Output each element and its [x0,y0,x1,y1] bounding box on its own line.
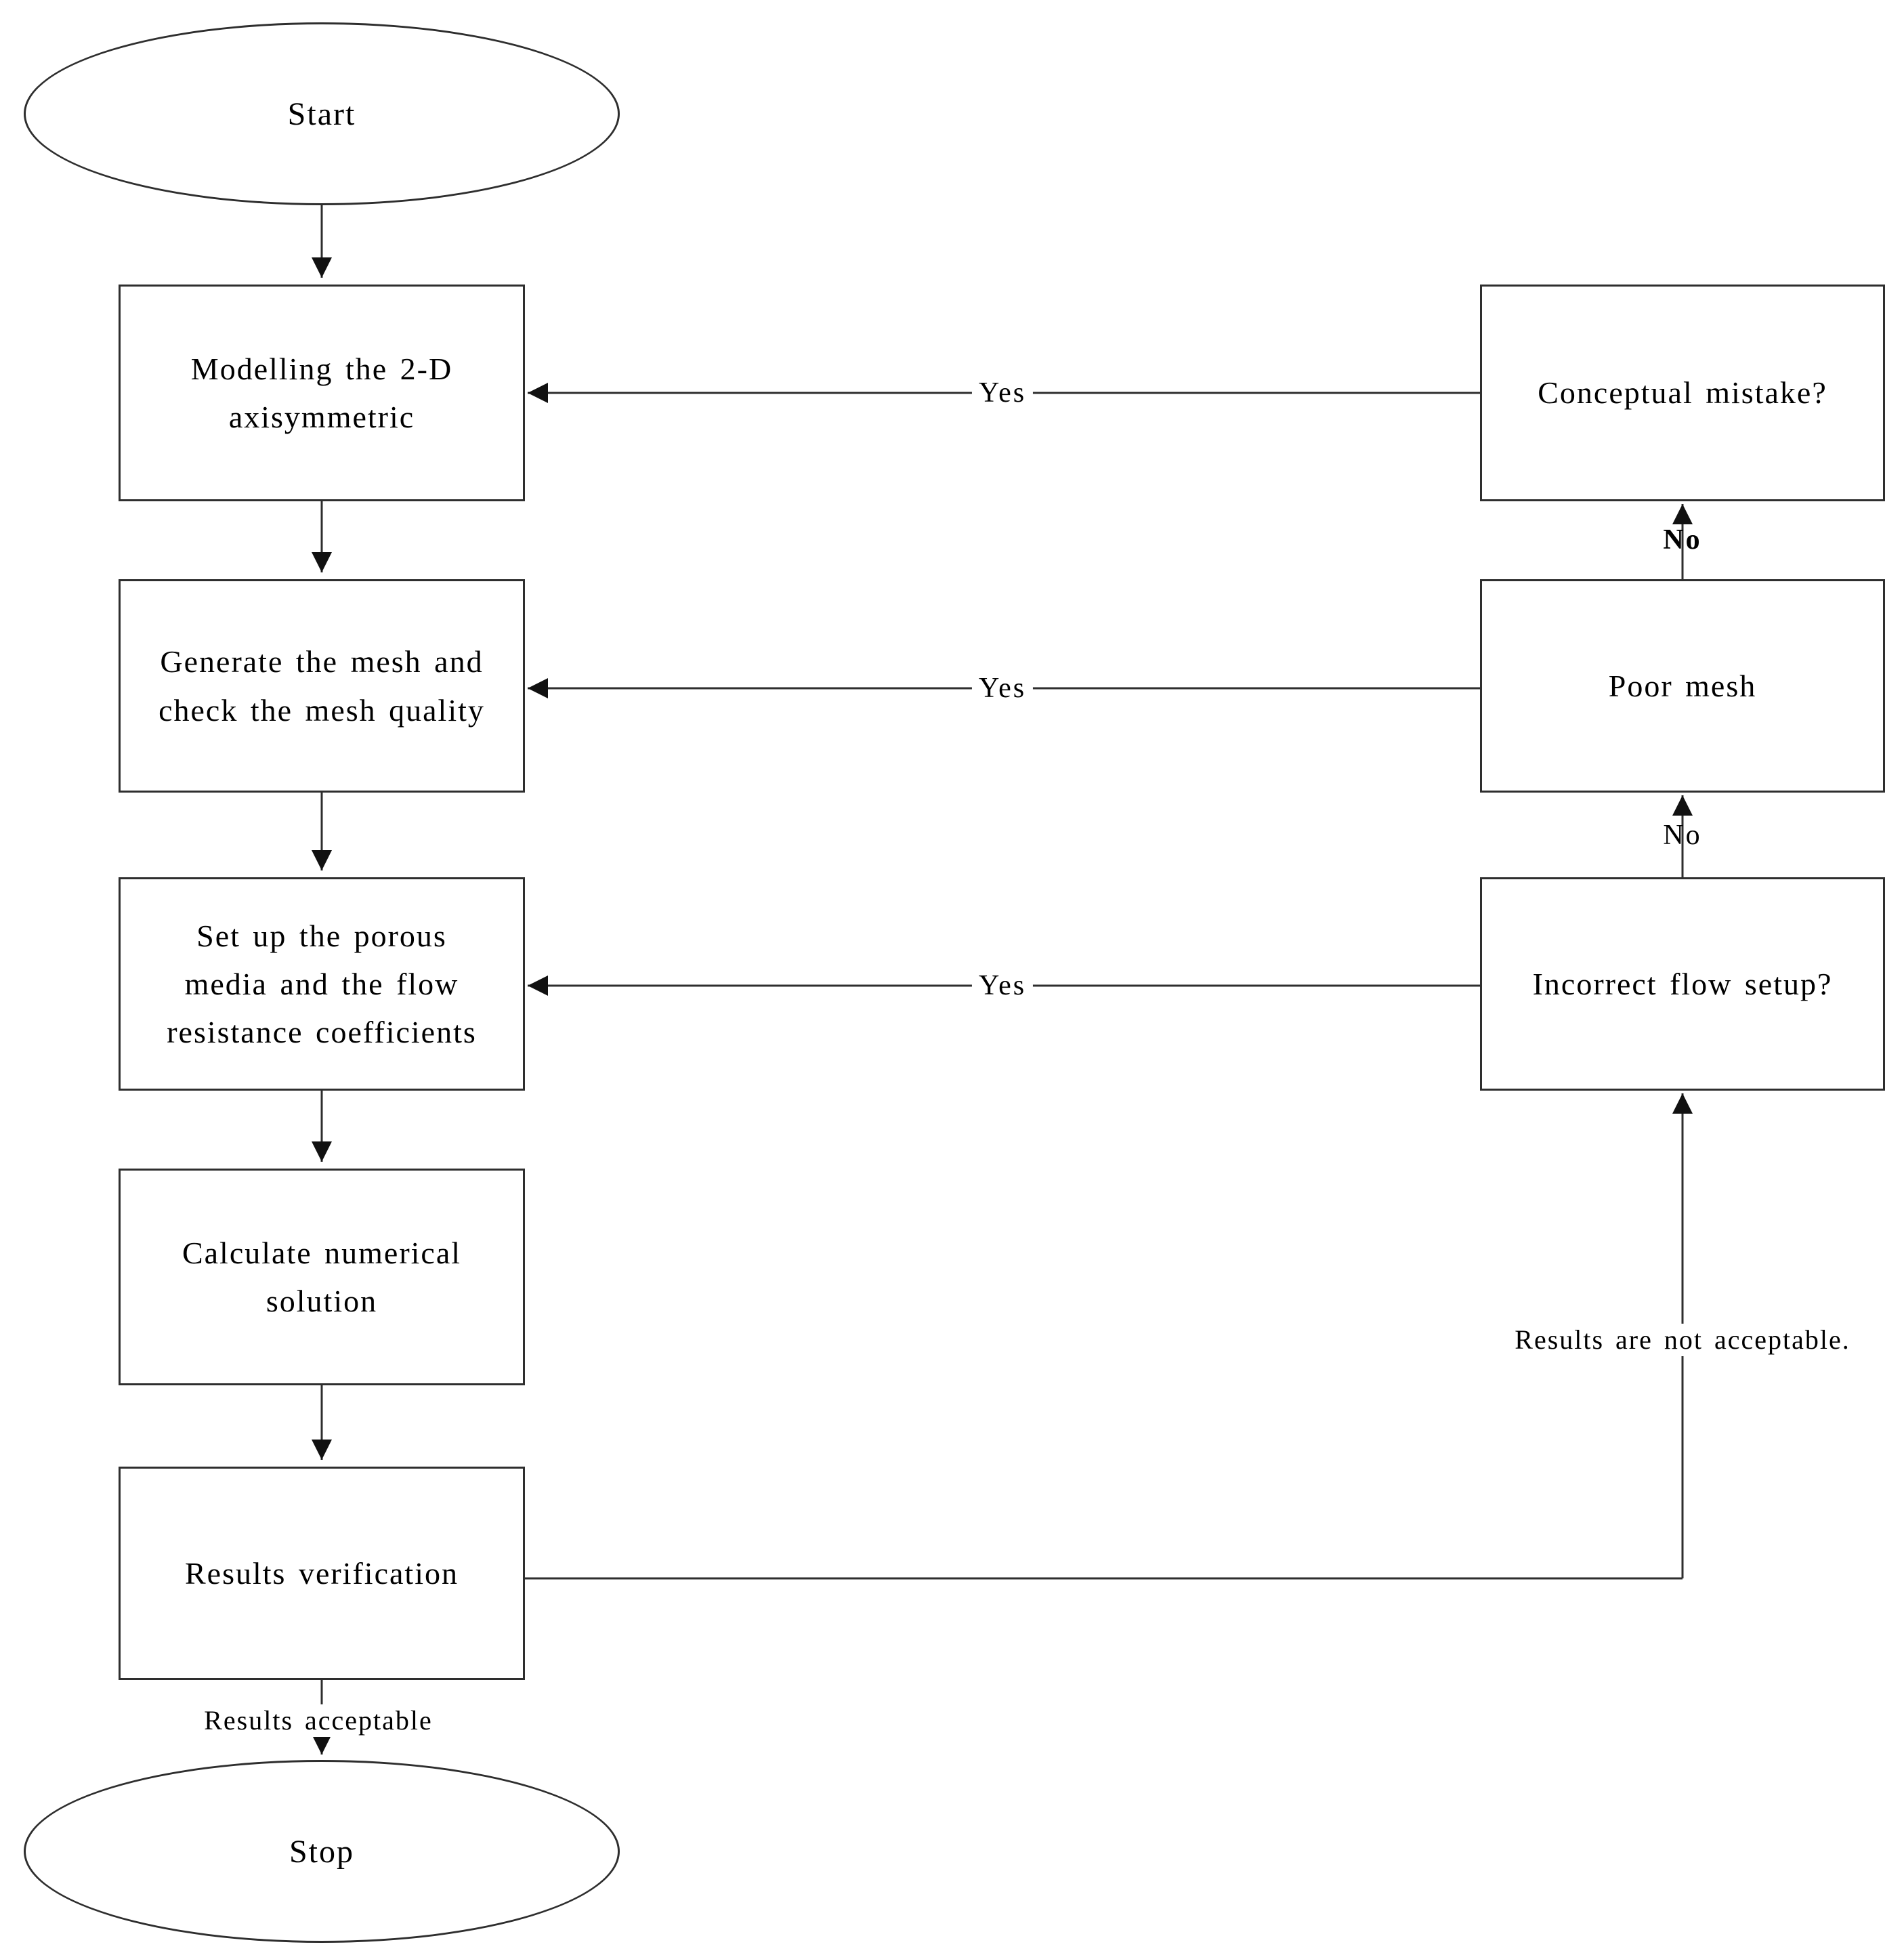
edge-label-no-to-poormesh: No [1663,819,1702,851]
modelling-label: Modelling the 2-D axisymmetric [190,351,453,434]
edge-label-results-not-acceptable: Results are not acceptable. [1508,1324,1857,1356]
calculate-label: Calculate numerical solution [182,1235,462,1318]
edge-label-no-to-conceptual: No [1663,524,1702,555]
incorrect-flow-label: Incorrect flow setup? [1532,966,1833,1001]
node-poor-mesh: Poor mesh [1480,579,1885,793]
node-start: Start [24,22,620,205]
stop-label: Stop [289,1833,355,1870]
node-conceptual-mistake: Conceptual mistake? [1480,285,1885,501]
node-calculate-solution: Calculate numerical solution [119,1169,525,1385]
edge-label-yes-incorrectflow: Yes [971,968,1034,1003]
start-label: Start [287,96,356,132]
edge-label-results-acceptable: Results acceptable [197,1704,440,1737]
node-results-verification: Results verification [119,1467,525,1680]
setup-porous-label: Set up the porous media and the flow res… [167,918,477,1050]
edge-label-yes-poormesh: Yes [971,671,1034,706]
node-modelling-axisymmetric: Modelling the 2-D axisymmetric [119,285,525,501]
node-incorrect-flow-setup: Incorrect flow setup? [1480,877,1885,1091]
node-setup-porous-media: Set up the porous media and the flow res… [119,877,525,1091]
node-stop: Stop [24,1760,620,1943]
edge-label-yes-conceptual: Yes [971,375,1034,411]
conceptual-mistake-label: Conceptual mistake? [1538,375,1827,411]
node-generate-mesh: Generate the mesh and check the mesh qua… [119,579,525,793]
poor-mesh-label: Poor mesh [1608,668,1757,703]
verification-label: Results verification [185,1555,459,1591]
generate-mesh-label: Generate the mesh and check the mesh qua… [158,644,485,728]
